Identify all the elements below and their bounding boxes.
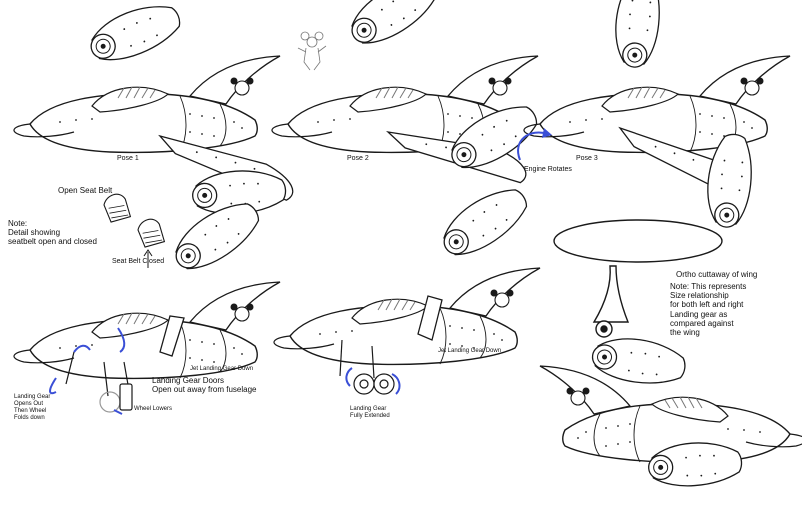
wing-note-line: the wing bbox=[670, 327, 700, 337]
landing-gear-2-legs bbox=[339, 339, 395, 395]
landing-gear-jet-1 bbox=[13, 281, 281, 380]
opens-out-line: Then Wheel bbox=[14, 407, 47, 414]
pose-3-jet bbox=[523, 55, 791, 154]
wheel-lowers-label: Wheel Lowers bbox=[134, 406, 173, 412]
landing-gear-1-arrows bbox=[49, 327, 126, 415]
doors-line: Open out away from fuselage bbox=[152, 385, 257, 395]
pose-3-label: Pose 3 bbox=[576, 155, 598, 162]
opens-out-line: Opens Out bbox=[14, 400, 44, 407]
seat-note: Note: Detail showing seatbelt open and c… bbox=[8, 219, 118, 247]
seat-belt-closed-label: Seat Belt Closed bbox=[112, 258, 165, 265]
wing-note-line: Size relationship bbox=[670, 291, 729, 301]
pose-1-jet bbox=[13, 55, 281, 154]
landing-gear-1-legs bbox=[65, 351, 133, 413]
wing-note: Note: This represents Size relationship … bbox=[670, 282, 798, 337]
wing-note-line: for both left and right bbox=[670, 300, 744, 310]
wing-note-line: compared against bbox=[670, 318, 734, 328]
pose-3-upper-engine bbox=[610, 0, 665, 70]
engine-rotates-label: Engine Rotates bbox=[524, 166, 572, 173]
mickey-sketch bbox=[297, 31, 327, 71]
gear-opens-out-note: Landing Gear Opens Out Then Wheel Folds … bbox=[14, 394, 74, 422]
seat-note-line: Note: bbox=[8, 219, 28, 228]
fully-extended-note: Landing Gear Fully Extended bbox=[350, 406, 420, 420]
ortho-wing-title: Ortho cuttaway of wing bbox=[676, 270, 758, 279]
seat-closed-drawing bbox=[135, 216, 166, 249]
doors-line: Landing Gear Doors bbox=[152, 376, 225, 385]
pose-2-label: Pose 2 bbox=[347, 155, 369, 162]
open-seat-belt-label: Open Seat Belt bbox=[58, 186, 113, 195]
landing-gear-doors-note: Landing Gear Doors Open out away from fu… bbox=[152, 376, 292, 394]
rear-view-engine-top bbox=[589, 332, 689, 390]
ortho-wing bbox=[553, 219, 723, 338]
fully-extended-line: Landing Gear bbox=[350, 406, 387, 412]
landing-gear-2-fin bbox=[417, 295, 443, 341]
pose-1-upper-engine bbox=[83, 0, 187, 71]
jet-landing-gear-down-label-2: Jet Landing Gear Down bbox=[438, 348, 502, 354]
wing-note-line: Note: This represents bbox=[670, 282, 747, 291]
seat-note-line: Detail showing bbox=[8, 228, 61, 238]
pose-2-upper-engine bbox=[341, 0, 445, 55]
wing-note-line: Landing gear as bbox=[670, 309, 728, 319]
jet-landing-gear-down-label: Jet Landing Gear Down bbox=[190, 366, 254, 372]
landing-gear-2-engine bbox=[433, 177, 536, 267]
landing-gear-1-fin bbox=[159, 315, 185, 357]
fully-extended-line: Fully Extended bbox=[350, 412, 390, 419]
seat-note-line: seatbelt open and closed bbox=[8, 237, 97, 247]
landing-gear-2-arrows bbox=[345, 367, 401, 395]
opens-out-line: Landing Gear bbox=[14, 394, 51, 400]
opens-out-line: Folds down bbox=[14, 414, 45, 421]
pose-1-label: Pose 1 bbox=[117, 155, 139, 162]
